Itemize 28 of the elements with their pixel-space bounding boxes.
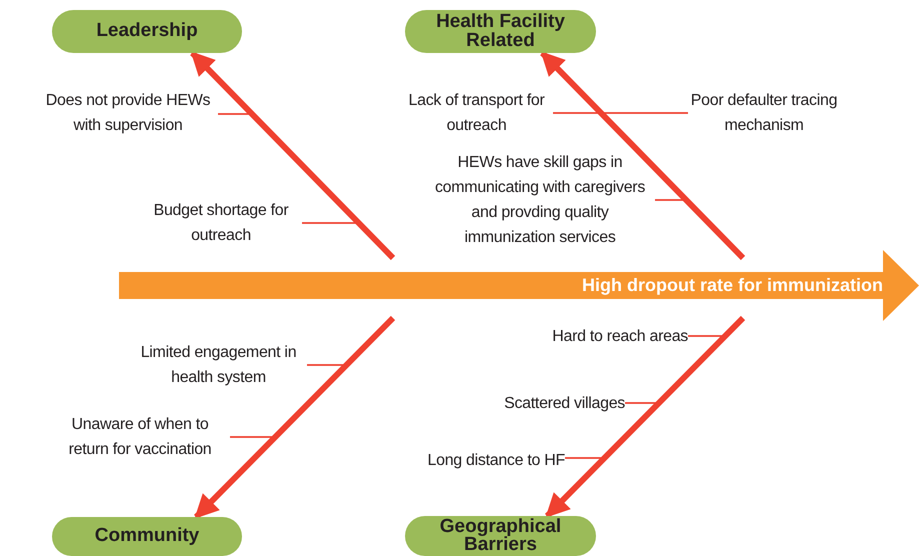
cause-text: HEWs have skill gaps in communicating with caregivers and provding quality immunization services	[425, 150, 655, 250]
leader-line	[601, 112, 688, 114]
cause-text: Unaware of when to return for vaccination	[50, 412, 230, 462]
arrow	[544, 316, 746, 518]
category-pill: Community	[52, 517, 242, 556]
leader-line	[230, 436, 275, 438]
cause-text: Budget shortage for outreach	[140, 198, 302, 248]
cause-text: Poor defaulter tracing mechanism	[688, 88, 840, 138]
leader-line	[625, 402, 659, 404]
category-pill: Leadership	[52, 10, 242, 53]
cause-text: Long distance to HF	[428, 448, 565, 473]
arrow	[540, 50, 746, 260]
leader-line	[218, 113, 252, 115]
cause-text: Scattered villages	[504, 391, 625, 416]
leader-line	[553, 112, 601, 114]
cause-text: Limited engagement in health system	[130, 340, 307, 390]
cause-text: Does not provide HEWs with supervision	[38, 88, 218, 138]
category-pill: Geographical Barriers	[405, 516, 596, 556]
category-pill: Health Facility Related	[405, 10, 596, 53]
cause-text: Lack of transport for outreach	[400, 88, 553, 138]
leader-line	[688, 335, 725, 337]
arrow	[194, 316, 396, 520]
leader-line	[307, 364, 346, 366]
arrow	[190, 50, 396, 260]
cause-text: Hard to reach areas	[552, 324, 688, 349]
leader-line	[565, 457, 604, 459]
effect-text: High dropout rate for immunization	[582, 274, 883, 297]
leader-line	[655, 199, 686, 201]
